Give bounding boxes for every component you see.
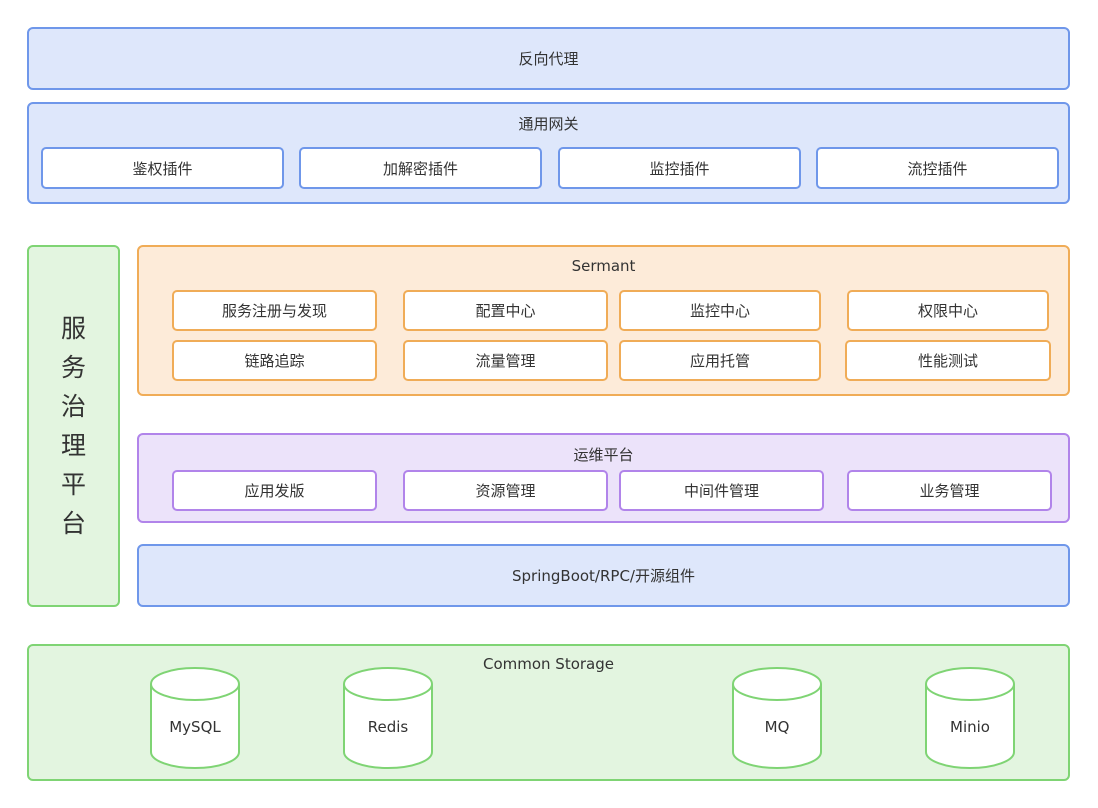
sermant-item: 链路追踪 [172,340,377,381]
service-governance-platform: 服 务 治 理 平 台 [27,245,120,607]
mysql-database: MySQL [149,666,241,770]
sermant-item: 权限中心 [847,290,1049,331]
governance-char: 理 [60,431,86,460]
ops-item: 中间件管理 [619,470,824,511]
framework-layer: SpringBoot/RPC/开源组件 [137,544,1070,607]
database-cylinder-icon [150,667,240,769]
governance-char: 台 [60,509,86,538]
database-label: MySQL [169,718,221,736]
database-label: MQ [764,718,790,736]
mq-database: MQ [731,666,823,770]
sermant-item: 监控中心 [619,290,821,331]
ops-platform-title: 运维平台 [573,446,634,464]
ops-item: 业务管理 [847,470,1052,511]
sermant-item: 性能测试 [845,340,1051,381]
sermant-layer: Sermant 服务注册与发现 配置中心 监控中心 权限中心 链路追踪 流量管理… [137,245,1070,396]
common-storage-layer: Common Storage MySQL Redis MQ Minio [27,644,1070,781]
database-cylinder-icon [925,667,1015,769]
reverse-proxy-label: 反向代理 [518,50,579,68]
sermant-item: 服务注册与发现 [172,290,377,331]
service-governance-title: 服 务 治 理 平 台 [29,309,118,543]
redis-database: Redis [342,666,434,770]
gateway-plugin-flow-control: 流控插件 [816,147,1059,189]
database-cylinder-icon [343,667,433,769]
gateway-title: 通用网关 [518,115,579,133]
sermant-item: 流量管理 [403,340,608,381]
minio-database: Minio [924,666,1016,770]
database-cylinder-icon [732,667,822,769]
governance-char: 平 [60,470,86,499]
database-label: Redis [367,718,409,736]
gateway-plugin-auth: 鉴权插件 [41,147,284,189]
ops-item: 应用发版 [172,470,377,511]
ops-platform-layer: 运维平台 应用发版 资源管理 中间件管理 业务管理 [137,433,1070,523]
common-storage-title: Common Storage [482,655,614,673]
sermant-item: 应用托管 [619,340,821,381]
sermant-item: 配置中心 [403,290,608,331]
gateway-layer: 通用网关 鉴权插件 加解密插件 监控插件 流控插件 [27,102,1070,204]
sermant-title: Sermant [571,257,636,275]
ops-item: 资源管理 [403,470,608,511]
gateway-plugin-crypto: 加解密插件 [299,147,542,189]
governance-char: 治 [60,392,86,421]
gateway-plugin-monitor: 监控插件 [558,147,801,189]
database-label: Minio [950,718,990,736]
governance-char: 服 [60,314,86,343]
reverse-proxy-layer: 反向代理 [27,27,1070,90]
governance-char: 务 [60,353,86,382]
framework-label: SpringBoot/RPC/开源组件 [512,567,695,585]
